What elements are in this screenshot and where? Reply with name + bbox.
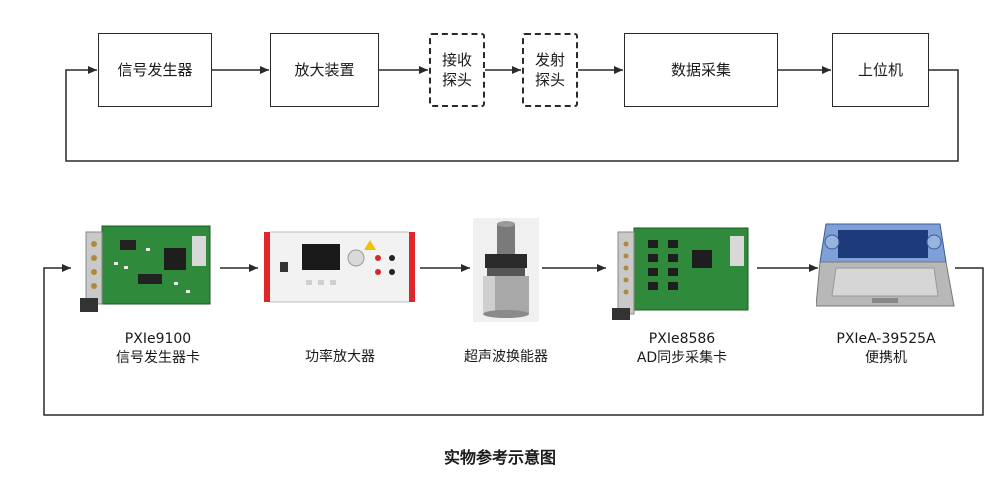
box-label: 数据采集 xyxy=(670,61,731,79)
device-caption-daq-card: PXIe8586 AD同步采集卡 xyxy=(602,330,762,368)
box-signal-generator: 信号发生器 xyxy=(98,33,212,107)
portable-computer-image xyxy=(816,223,955,307)
power-amplifier-image xyxy=(264,231,415,303)
box-data-acquisition: 数据采集 xyxy=(624,33,778,107)
box-label: 信号发生器 xyxy=(117,61,193,79)
diagram-title: 实物参考示意图 xyxy=(443,448,556,467)
box-label: 发射 探头 xyxy=(534,51,565,89)
bottom-feedback-loop xyxy=(43,264,984,416)
signal-generator-card-image xyxy=(80,225,211,312)
device-caption-signal-card: PXIe9100 信号发生器卡 xyxy=(78,330,238,368)
caption-line: 功率放大器 xyxy=(305,349,375,365)
device-caption-transducer: 超声波换能器 xyxy=(426,348,586,367)
caption-line: 超声波换能器 xyxy=(464,349,548,365)
box-transmitter-probe: 发射 探头 xyxy=(522,33,578,107)
ultrasonic-transducer-image xyxy=(473,218,539,322)
caption-line: AD同步采集卡 xyxy=(636,350,728,366)
caption-line: PXIe8586 xyxy=(648,331,716,347)
box-host-computer: 上位机 xyxy=(832,33,929,107)
caption-line: 信号发生器卡 xyxy=(116,350,200,366)
box-label: 接收 探头 xyxy=(441,51,472,89)
box-amplifier: 放大装置 xyxy=(270,33,379,107)
box-label: 上位机 xyxy=(857,61,903,79)
device-caption-power-amp: 功率放大器 xyxy=(260,348,420,367)
caption-line: PXIe9100 xyxy=(124,331,192,347)
caption-line: PXIeA-39525A xyxy=(836,331,936,347)
data-acquisition-card-image xyxy=(612,227,749,320)
box-receiver-probe: 接收 探头 xyxy=(429,33,485,107)
device-caption-portable: PXIeA-39525A 便携机 xyxy=(806,330,966,368)
box-label: 放大装置 xyxy=(294,61,355,79)
caption-line: 便携机 xyxy=(865,350,907,366)
top-feedback-loop xyxy=(65,66,959,162)
